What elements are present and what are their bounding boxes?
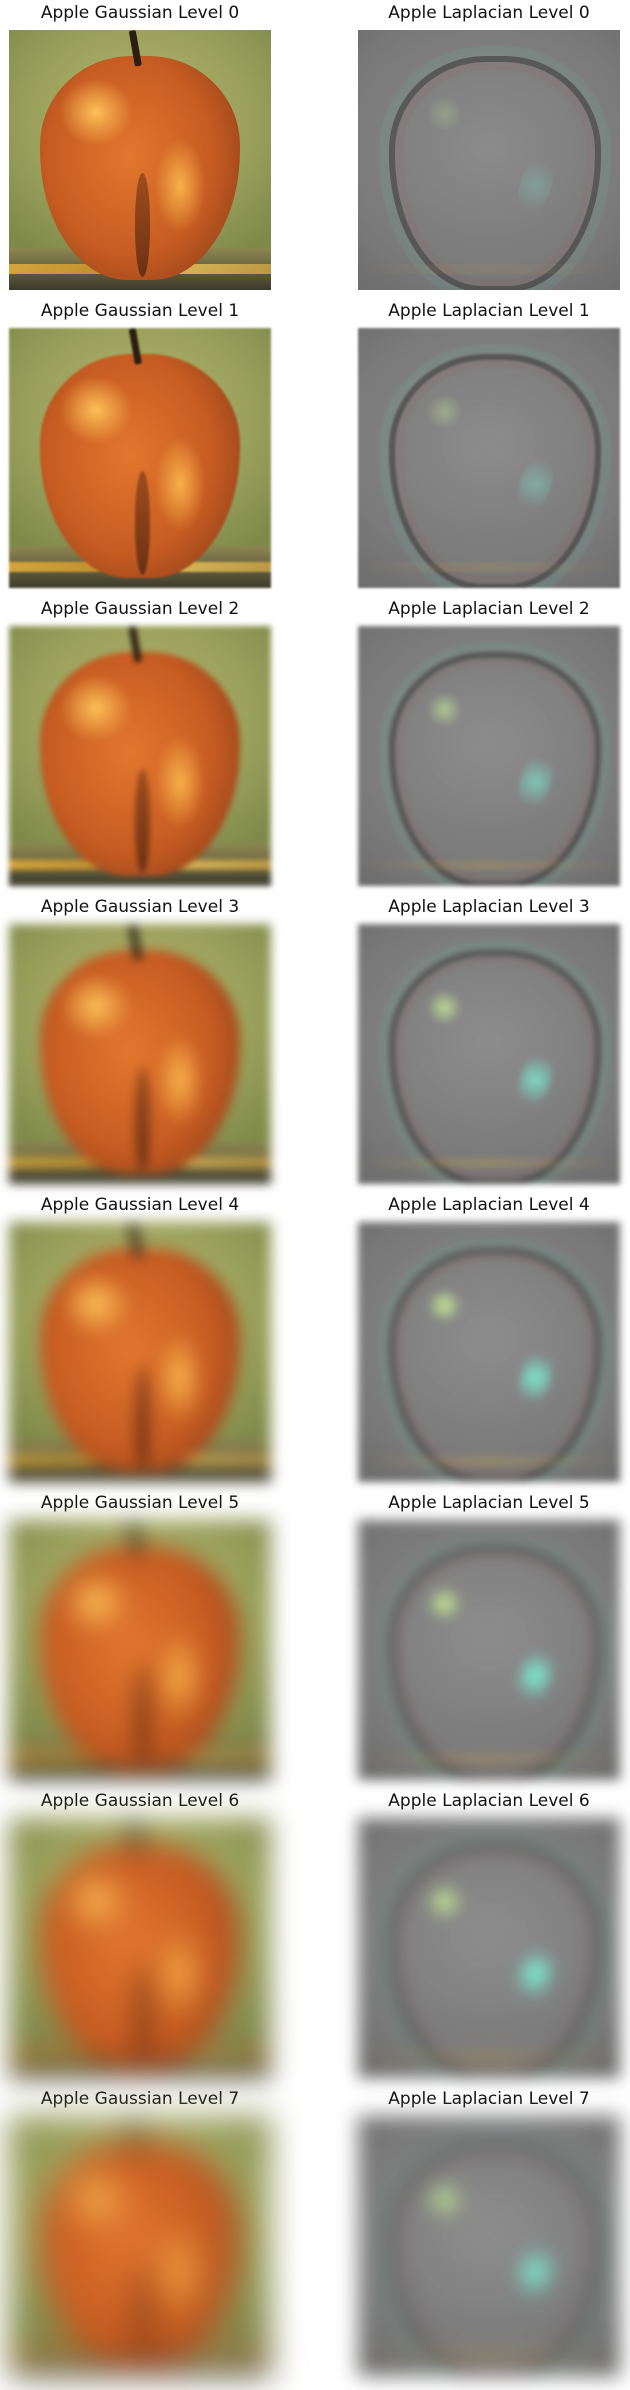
gaussian-cell-7: Apple Gaussian Level 7: [9, 2086, 271, 2384]
gaussian-image-5: [9, 1520, 271, 1780]
laplacian-stripe: [358, 2052, 620, 2063]
laplacian-image-6: [358, 1818, 620, 2078]
apple-split: [134, 173, 151, 277]
laplacian-title-5: Apple Laplacian Level 5: [388, 1493, 590, 1513]
laplacian-cell-7: Apple Laplacian Level 7: [358, 2086, 620, 2384]
level-row-0: Apple Gaussian Level 0 Apple Laplacian L…: [0, 0, 630, 298]
apple-split: [134, 471, 151, 575]
level-row-4: Apple Gaussian Level 4 Apple Laplacian L…: [0, 1192, 630, 1490]
laplacian-stripe: [358, 2350, 620, 2361]
laplacian-cell-0: Apple Laplacian Level 0: [358, 0, 620, 298]
laplacian-edge-ring: [389, 1546, 601, 1780]
apple-split: [134, 1365, 151, 1469]
laplacian-highlight-left: [423, 1289, 466, 1321]
level-row-5: Apple Gaussian Level 5 Apple Laplacian L…: [0, 1490, 630, 1788]
laplacian-cell-3: Apple Laplacian Level 3: [358, 894, 620, 1192]
laplacian-cell-2: Apple Laplacian Level 2: [358, 596, 620, 894]
laplacian-title-1: Apple Laplacian Level 1: [388, 301, 590, 321]
laplacian-stripe: [358, 860, 620, 871]
gaussian-cell-4: Apple Gaussian Level 4: [9, 1192, 271, 1490]
laplacian-highlight-left: [423, 1885, 466, 1917]
laplacian-image-4: [358, 1222, 620, 1482]
laplacian-image-2: [358, 626, 620, 886]
laplacian-image-5: [358, 1520, 620, 1780]
laplacian-stripe: [358, 1456, 620, 1467]
laplacian-highlight-left: [423, 991, 466, 1023]
laplacian-edge-ring: [389, 1248, 601, 1482]
laplacian-highlight-left: [423, 97, 466, 129]
gaussian-title-3: Apple Gaussian Level 3: [40, 897, 240, 917]
laplacian-highlight-left: [423, 693, 466, 725]
gaussian-title-6: Apple Gaussian Level 6: [40, 1791, 240, 1811]
laplacian-title-2: Apple Laplacian Level 2: [388, 599, 590, 619]
laplacian-edge-ring: [389, 56, 601, 290]
gaussian-title-0: Apple Gaussian Level 0: [40, 3, 240, 23]
laplacian-cell-6: Apple Laplacian Level 6: [358, 1788, 620, 2086]
laplacian-edge-ring: [389, 354, 601, 588]
laplacian-highlight-left: [423, 395, 466, 427]
laplacian-cell-5: Apple Laplacian Level 5: [358, 1490, 620, 1788]
level-row-3: Apple Gaussian Level 3 Apple Laplacian L…: [0, 894, 630, 1192]
laplacian-title-0: Apple Laplacian Level 0: [388, 3, 590, 23]
gaussian-image-7: [9, 2116, 271, 2376]
laplacian-highlight-left: [423, 1587, 466, 1619]
laplacian-edge-ring: [389, 2142, 601, 2376]
laplacian-highlight-left: [423, 2183, 466, 2215]
gaussian-cell-3: Apple Gaussian Level 3: [9, 894, 271, 1192]
laplacian-edge-ring: [389, 1844, 601, 2078]
gaussian-title-4: Apple Gaussian Level 4: [40, 1195, 240, 1215]
gaussian-title-7: Apple Gaussian Level 7: [40, 2089, 240, 2109]
laplacian-stripe: [358, 1158, 620, 1169]
laplacian-cell-4: Apple Laplacian Level 4: [358, 1192, 620, 1490]
laplacian-title-6: Apple Laplacian Level 6: [388, 1791, 590, 1811]
gaussian-image-0: [9, 30, 271, 290]
apple-split: [134, 1961, 151, 2065]
laplacian-image-7: [358, 2116, 620, 2376]
gaussian-cell-0: Apple Gaussian Level 0: [9, 0, 271, 298]
gaussian-cell-5: Apple Gaussian Level 5: [9, 1490, 271, 1788]
laplacian-image-1: [358, 328, 620, 588]
level-row-2: Apple Gaussian Level 2 Apple Laplacian L…: [0, 596, 630, 894]
gaussian-image-1: [9, 328, 271, 588]
apple-split: [134, 2259, 151, 2363]
gaussian-image-3: [9, 924, 271, 1184]
laplacian-title-3: Apple Laplacian Level 3: [388, 897, 590, 917]
gaussian-cell-2: Apple Gaussian Level 2: [9, 596, 271, 894]
laplacian-edge-ring: [389, 652, 601, 886]
level-row-6: Apple Gaussian Level 6 Apple Laplacian L…: [0, 1788, 630, 2086]
gaussian-title-5: Apple Gaussian Level 5: [40, 1493, 240, 1513]
gaussian-image-6: [9, 1818, 271, 2078]
gaussian-title-1: Apple Gaussian Level 1: [40, 301, 240, 321]
laplacian-stripe: [358, 1754, 620, 1765]
laplacian-cell-1: Apple Laplacian Level 1: [358, 298, 620, 596]
laplacian-stripe: [358, 562, 620, 573]
gaussian-image-2: [9, 626, 271, 886]
gaussian-cell-6: Apple Gaussian Level 6: [9, 1788, 271, 2086]
apple-split: [134, 769, 151, 873]
apple-split: [134, 1067, 151, 1171]
laplacian-image-0: [358, 30, 620, 290]
laplacian-title-7: Apple Laplacian Level 7: [388, 2089, 590, 2109]
level-row-1: Apple Gaussian Level 1 Apple Laplacian L…: [0, 298, 630, 596]
laplacian-stripe: [358, 264, 620, 275]
laplacian-edge-ring: [389, 950, 601, 1184]
laplacian-image-3: [358, 924, 620, 1184]
gaussian-image-4: [9, 1222, 271, 1482]
gaussian-title-2: Apple Gaussian Level 2: [40, 599, 240, 619]
level-row-7: Apple Gaussian Level 7 Apple Laplacian L…: [0, 2086, 630, 2384]
apple-split: [134, 1663, 151, 1767]
gaussian-cell-1: Apple Gaussian Level 1: [9, 298, 271, 596]
laplacian-title-4: Apple Laplacian Level 4: [388, 1195, 590, 1215]
